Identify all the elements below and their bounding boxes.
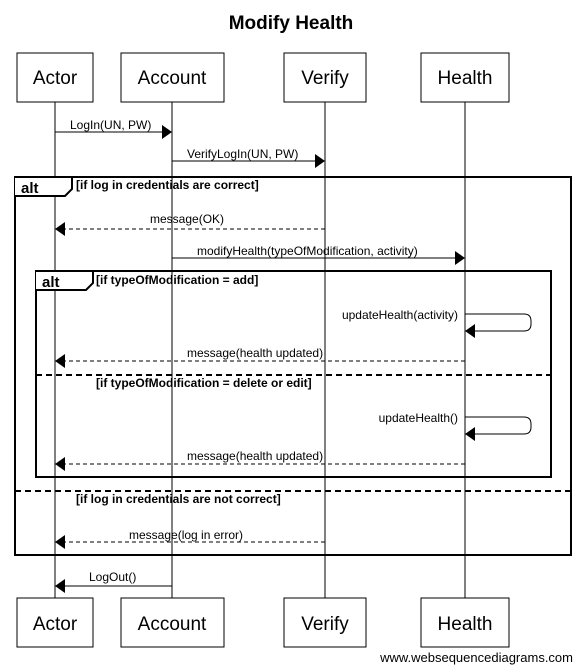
message-label: VerifyLogIn(UN, PW)	[187, 147, 298, 161]
self-message-loop	[465, 416, 532, 435]
participant-label-verify: Verify	[301, 68, 349, 89]
participant-label-account: Account	[138, 68, 207, 89]
arrowhead	[55, 222, 65, 236]
message-label: message(log in error)	[129, 528, 243, 542]
alt-fragment-inner: alt [if typeOfModification = add] [if ty…	[35, 270, 552, 478]
participant-box-verify	[283, 52, 367, 103]
footer-watermark: www.websequencediagrams.com	[379, 650, 573, 665]
alt-frame-outer	[14, 176, 572, 556]
alt-tab-outer	[15, 176, 73, 197]
arrowhead	[465, 427, 475, 441]
alt-fragment-outer: alt [if log in credentials are correct] …	[14, 176, 572, 556]
message-update-health-activity: updateHealth(activity)	[342, 308, 532, 338]
self-message-loop	[465, 313, 532, 332]
message-label: LogOut()	[89, 570, 136, 584]
participant-box-health-bottom	[420, 597, 510, 648]
participant-label-verify-bottom: Verify	[301, 614, 349, 635]
message-label: updateHealth(activity)	[342, 308, 458, 322]
alt-tab-inner	[36, 270, 94, 291]
message-health-updated-add: message(health updated)	[55, 346, 465, 368]
message-login-error: message(log in error)	[55, 528, 325, 549]
message-label: message(health updated)	[187, 449, 323, 463]
message-update-health: updateHealth()	[379, 411, 532, 441]
guard-modification-add: [if typeOfModification = add]	[96, 273, 258, 287]
arrowhead	[55, 354, 65, 368]
message-label: LogIn(UN, PW)	[70, 118, 151, 132]
guard-login-correct: [if log in credentials are correct]	[76, 178, 259, 192]
guard-login-incorrect: [if log in credentials are not correct]	[76, 492, 281, 506]
participant-label-health-bottom: Health	[438, 614, 493, 635]
arrowhead	[55, 579, 65, 593]
participant-box-health	[420, 52, 510, 103]
participant-label-actor: Actor	[33, 68, 78, 89]
message-verify-login: VerifyLogIn(UN, PW)	[172, 147, 325, 168]
alt-keyword-inner: alt	[42, 274, 60, 291]
lifelines	[54, 102, 466, 598]
message-logout: LogOut()	[55, 570, 172, 593]
participant-box-actor	[16, 52, 94, 103]
arrowhead	[55, 535, 65, 549]
message-modify-health: modifyHealth(typeOfModification, activit…	[172, 244, 465, 265]
arrowhead	[315, 154, 325, 168]
messages: LogIn(UN, PW) VerifyLogIn(UN, PW) messag…	[55, 118, 532, 593]
participant-label-actor-bottom: Actor	[33, 614, 78, 635]
arrowhead	[55, 457, 65, 471]
message-login: LogIn(UN, PW)	[55, 118, 172, 139]
participant-box-account-bottom	[120, 597, 225, 648]
participant-label-health: Health	[438, 68, 493, 89]
alt-keyword-outer: alt	[21, 180, 39, 197]
message-label: message(OK)	[150, 212, 224, 226]
message-label: updateHealth()	[379, 411, 458, 425]
alt-frame-inner	[35, 270, 552, 478]
message-health-updated-edit: message(health updated)	[55, 449, 465, 471]
message-label: message(health updated)	[187, 346, 323, 360]
message-label: modifyHealth(typeOfModification, activit…	[197, 244, 418, 258]
arrowhead	[162, 125, 172, 139]
message-ok: message(OK)	[55, 212, 325, 236]
guard-modification-delete-edit: [if typeOfModification = delete or edit]	[96, 376, 312, 390]
diagram-title: Modify Health	[229, 13, 354, 34]
participant-label-account-bottom: Account	[138, 614, 207, 635]
participants-top: Actor Account Verify Health	[16, 52, 510, 103]
participant-box-actor-bottom	[16, 597, 94, 648]
participant-box-account	[120, 52, 225, 103]
arrowhead	[465, 324, 475, 338]
arrowhead	[455, 251, 465, 265]
participants-bottom: Actor Account Verify Health	[16, 597, 510, 648]
participant-box-verify-bottom	[283, 597, 367, 648]
